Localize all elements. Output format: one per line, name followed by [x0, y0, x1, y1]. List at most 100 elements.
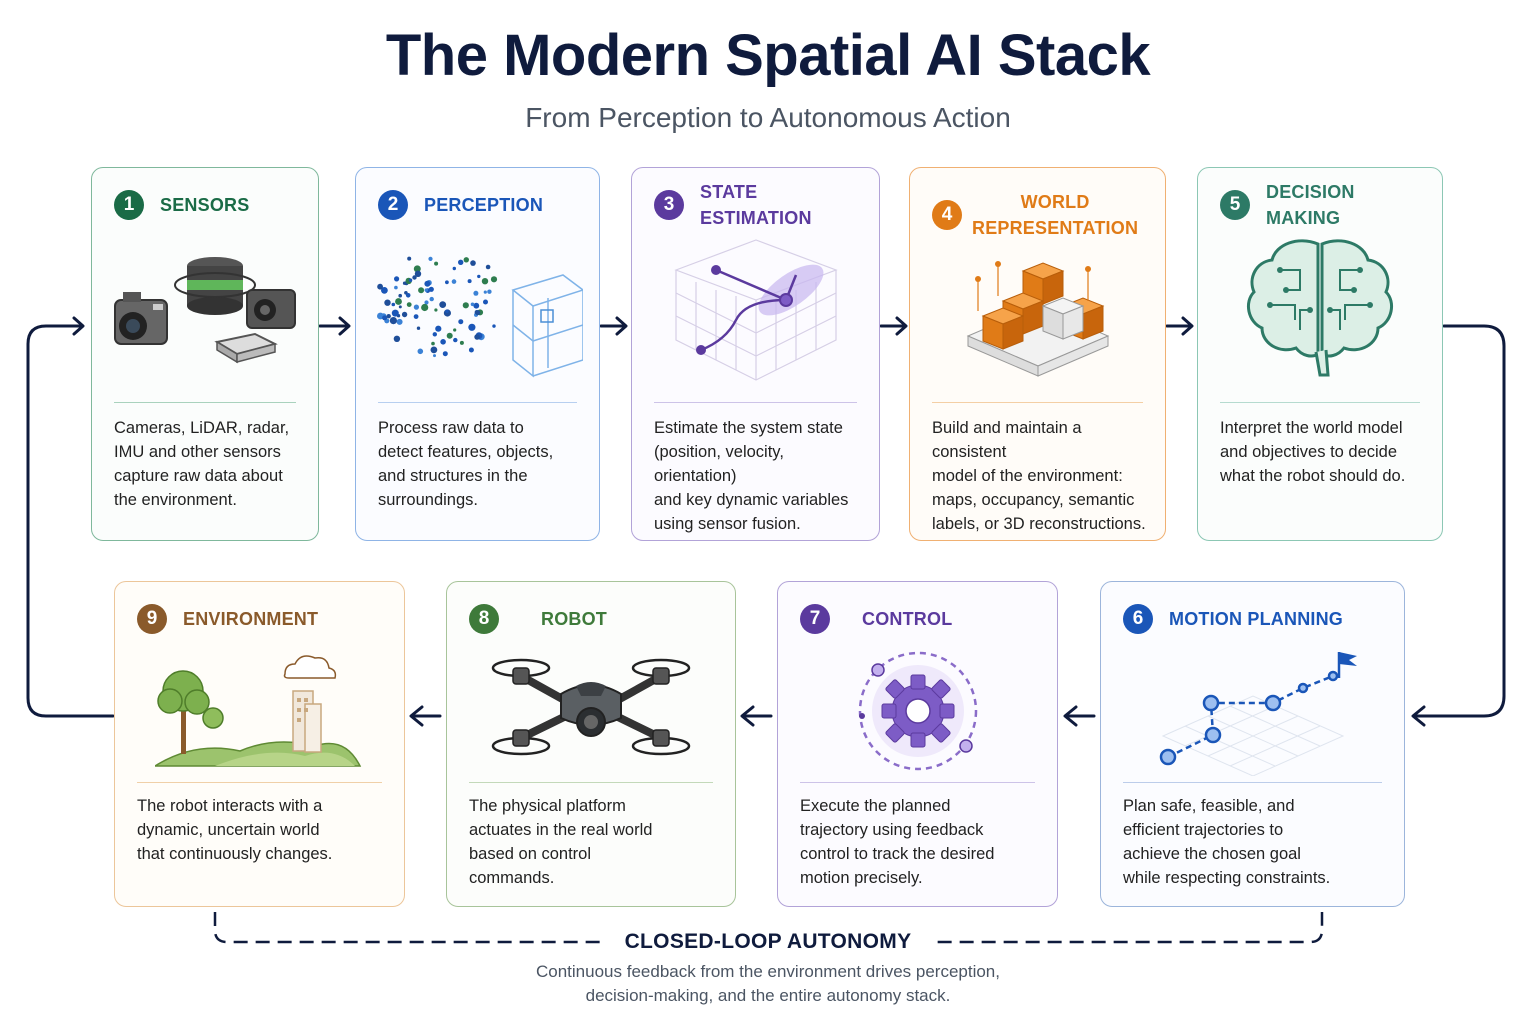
stage-description: Estimate the system state(position, velo…: [654, 419, 849, 533]
point-cloud-dot: [386, 314, 391, 319]
point-cloud-dot: [469, 260, 476, 266]
point-cloud-dot: [452, 266, 456, 271]
stage-number-badge: 5: [1220, 190, 1250, 220]
point-cloud-dot: [457, 259, 463, 265]
point-cloud-dot: [470, 302, 474, 307]
divider: [137, 782, 382, 783]
stage-title: STATE ESTIMATION: [700, 182, 812, 228]
closed-loop-description: Continuous feedback from the environment…: [536, 962, 1000, 1005]
point-cloud-dot: [396, 318, 403, 325]
stage-title: ENVIRONMENT: [183, 609, 319, 629]
point-cloud-dot: [429, 296, 434, 302]
state-graph-icon: [632, 230, 879, 400]
stage-title: SENSORS: [160, 195, 250, 215]
stage-number-badge: 6: [1123, 604, 1153, 634]
point-cloud-dot: [423, 300, 429, 305]
point-cloud-dot: [430, 341, 435, 346]
point-cloud-dot: [490, 276, 497, 283]
stage-number-badge: 3: [654, 190, 684, 220]
point-cloud-dot: [401, 311, 407, 318]
point-cloud-dot: [405, 293, 410, 298]
stage-number-badge: 8: [469, 604, 499, 634]
point-cloud-dot: [438, 301, 446, 308]
arrow-5-to-6: [1411, 324, 1506, 727]
arrow-4-to-5: [1165, 316, 1194, 336]
point-cloud-dot: [439, 339, 446, 345]
point-cloud-dot: [459, 340, 464, 345]
point-cloud-dot: [430, 346, 437, 354]
point-cloud-dot: [391, 302, 395, 307]
divider: [1123, 782, 1382, 783]
stage-title: MOTION PLANNING: [1169, 609, 1343, 629]
landscape-icon: [115, 646, 404, 776]
stage-title: CONTROL: [862, 609, 953, 629]
point-cloud-dot: [451, 279, 456, 284]
arrow-1-to-2: [318, 316, 351, 336]
point-cloud-dot: [406, 256, 411, 261]
point-cloud-dot: [467, 279, 472, 284]
stage-number-badge: 7: [800, 604, 830, 634]
point-cloud-dot: [473, 334, 480, 340]
point-cloud-dot: [383, 299, 391, 306]
point-cloud-dot: [393, 285, 398, 290]
point-cloud-dot: [472, 302, 479, 309]
page-title: The Modern Spatial AI Stack: [385, 23, 1151, 88]
stage-number-badge: 4: [932, 200, 962, 230]
point-cloud-dot: [411, 275, 417, 280]
point-cloud-dot: [452, 328, 456, 332]
arrow-8-to-9: [409, 705, 442, 727]
point-cloud-dot: [432, 354, 436, 358]
arrow-2-to-3: [599, 316, 628, 336]
point-cloud-dot: [416, 326, 420, 330]
point-cloud-dot: [486, 289, 492, 294]
voxel-map-icon: [910, 246, 1165, 396]
drone-icon: [447, 646, 735, 776]
point-cloud-dot: [444, 280, 449, 285]
stage-title: PERCEPTION: [424, 195, 544, 215]
stage-card-sensors: 1 SENSORS Cameras, LiDAR, r: [91, 167, 319, 541]
page-subtitle: From Perception to Autonomous Action: [525, 102, 1011, 133]
point-cloud-dot: [467, 323, 475, 331]
point-cloud-dot: [457, 319, 463, 325]
stage-card-motion-planning: 6 MOTION PLANNING Plan safe, feasible, a…: [1100, 581, 1405, 907]
point-cloud-dot: [413, 314, 418, 319]
point-cloud-dot: [468, 347, 474, 353]
stage-card-state-estimation: 3 STATE ESTIMATION Estimate the system s…: [631, 167, 880, 541]
point-cloud-dot: [446, 332, 453, 339]
point-cloud-dot: [474, 310, 479, 315]
point-cloud-dot: [463, 257, 469, 263]
stage-number-badge: 1: [114, 190, 144, 220]
divider: [1220, 402, 1420, 403]
point-cloud-dot: [491, 324, 496, 328]
point-cloud-dot: [381, 315, 387, 321]
point-cloud-dot: [408, 278, 412, 282]
divider: [800, 782, 1035, 783]
stage-description: Cameras, LiDAR, radar,IMU and other sens…: [114, 419, 290, 509]
stage-number-badge: 2: [378, 190, 408, 220]
point-cloud-dot: [376, 312, 384, 320]
point-cloud-dot: [444, 309, 449, 313]
point-cloud-dot: [423, 280, 430, 287]
divider: [469, 782, 713, 783]
arrow-3-to-4: [879, 316, 908, 336]
point-cloud-dot: [432, 332, 437, 337]
arrow-9-to-1: [26, 316, 115, 718]
point-cloud-icon: [356, 230, 599, 400]
point-cloud-dot: [481, 278, 488, 285]
closed-loop-title: CLOSED-LOOP AUTONOMY: [0, 930, 1536, 954]
point-cloud-dot: [483, 290, 487, 294]
point-cloud-dot: [406, 302, 412, 307]
arrow-7-to-8: [740, 705, 773, 727]
arrow-6-to-7: [1063, 705, 1096, 727]
stage-number-badge: 9: [137, 604, 167, 634]
point-cloud-dot: [417, 287, 424, 294]
point-cloud-dot: [485, 264, 490, 270]
